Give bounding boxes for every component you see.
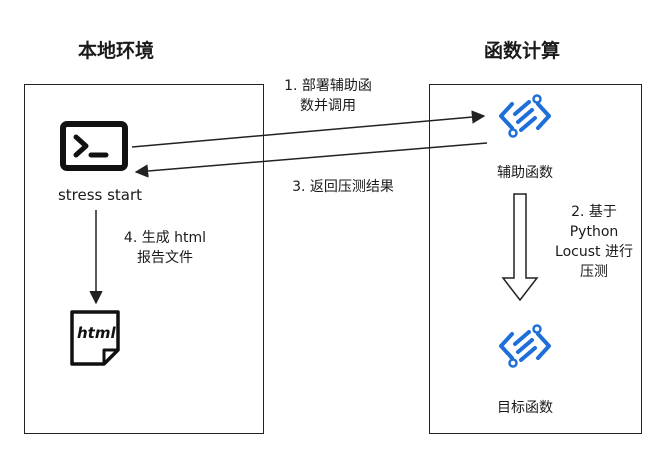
html-file-icon: html	[68, 308, 122, 370]
step2-line-1: 2. 基于	[571, 204, 617, 220]
step4-label: 4. 生成 html 报告文件	[110, 228, 220, 268]
helper-function-label: 辅助函数	[497, 165, 553, 181]
terminal-icon	[60, 121, 128, 175]
step2-line-4: 压测	[580, 264, 608, 280]
step2-line-2: Python	[569, 224, 619, 240]
step1-label: 1. 部署辅助函 数并调用	[268, 76, 388, 116]
function-compute-box	[429, 84, 642, 434]
target-function-icon	[496, 322, 554, 374]
local-env-title: 本地环境	[78, 40, 155, 62]
command-label: stress start	[57, 186, 143, 204]
locust-hollow-arrow	[501, 193, 539, 302]
step2-label: 2. 基于 Python Locust 进行 压测	[548, 202, 640, 282]
return-arrow	[134, 142, 488, 178]
helper-function-icon	[496, 92, 554, 144]
target-function-label: 目标函数	[497, 400, 553, 416]
step2-line-3: Locust 进行	[555, 244, 633, 260]
function-compute-title: 函数计算	[484, 40, 561, 62]
step3-label: 3. 返回压测结果	[292, 179, 394, 195]
html-file-text: html	[77, 324, 116, 342]
step1-line-1: 1. 部署辅助函	[284, 78, 372, 94]
deploy-arrow	[131, 110, 486, 148]
step4-line-1: 4. 生成 html	[123, 230, 207, 246]
step4-line-2: 报告文件	[137, 250, 193, 266]
step1-line-2: 数并调用	[300, 98, 356, 114]
